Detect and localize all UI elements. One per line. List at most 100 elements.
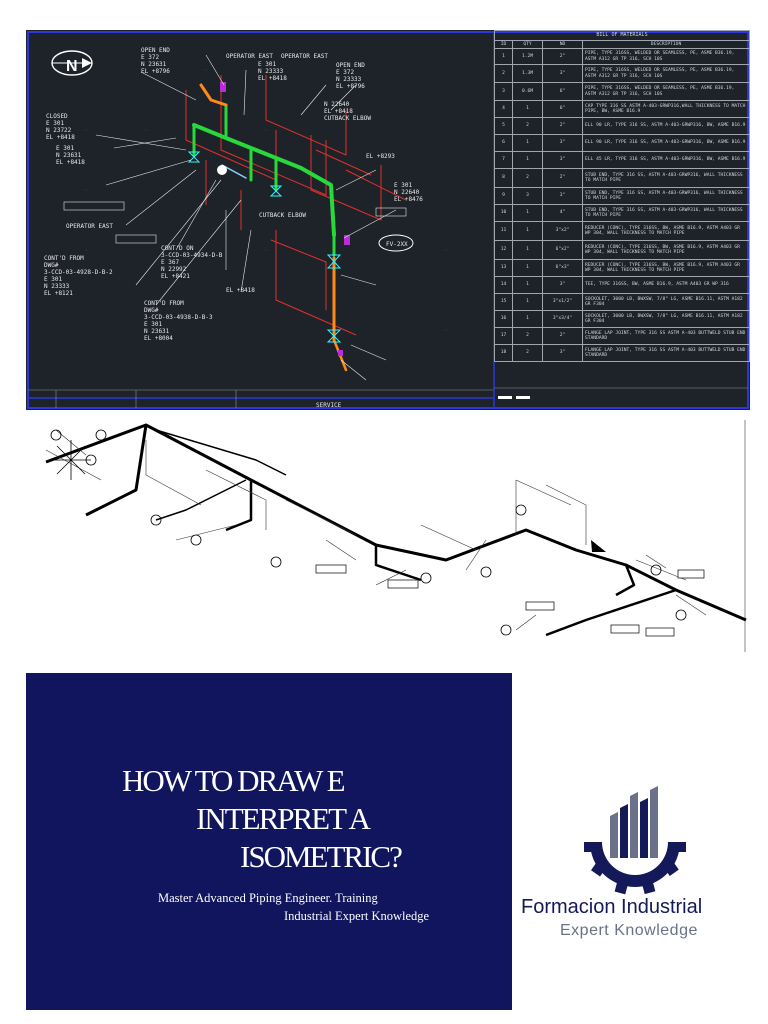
bom-cell-desc: ELL 45 LR, TYPE 316 SS, ASTM A-403-GRWP3…	[582, 151, 750, 169]
bom-cell-nd: 2"	[542, 48, 583, 65]
cad-label: E 301	[258, 61, 276, 68]
bom-cell-desc: ELL 90 LR, TYPE 316 SS, ASTM A-403-GRWP3…	[582, 117, 750, 135]
bom-cell-qty: 1	[512, 204, 543, 222]
bom-cell-qty: 2	[512, 344, 543, 362]
bom-cell-nd: 3"x2"	[542, 221, 583, 241]
cad-label: EL +8418	[258, 75, 287, 82]
cad-label: 3-CCD-03-4938-D-B-3	[144, 314, 213, 321]
bom-header-row: ID QTY ND DESCRIPTION	[494, 40, 750, 49]
brand-tagline: Expert Knowledge	[560, 922, 698, 939]
cad-label: OPEN END	[141, 47, 170, 54]
cad-label: N 23333	[336, 76, 362, 83]
bom-cell-id: 6	[494, 134, 513, 152]
cad-label: N 23333	[258, 68, 284, 75]
cad-label: FV-2XX	[386, 241, 408, 248]
bom-cell-desc: STUB END, TYPE 316 SS, ASTM A-403-GRWP31…	[582, 168, 750, 188]
bom-cell-qty: 1	[512, 221, 543, 241]
bom-cell-qty: 1.3M	[512, 64, 543, 83]
cad-label: N 23333	[44, 283, 70, 290]
cad-drawing-panel: N	[26, 30, 750, 410]
bom-cell-desc: STUB END, TYPE 316 SS, ASTM A-403-GRWP31…	[582, 187, 750, 205]
bom-cell-nd: 2"	[542, 327, 583, 345]
bom-cell-qty: 1	[512, 276, 543, 294]
bom-cell-desc: STUB END, TYPE 316 SS, ASTM A-403-GRWP31…	[582, 204, 750, 222]
isometric-drawing-panel	[26, 420, 750, 652]
bom-cell-qty: 1	[512, 100, 543, 118]
bom-cell-qty: 1	[512, 310, 543, 328]
cad-label: DWG#	[144, 307, 159, 314]
bom-cell-desc: PIPE, TYPE 316SS, WELDED OR SEAMLESS, PE…	[582, 82, 750, 101]
cad-label: N 23631	[144, 328, 170, 335]
bom-cell-desc: FLANGE LAP JOINT, TYPE 316 SS ASTM A-403…	[582, 344, 750, 362]
cad-label: E 301	[46, 120, 64, 127]
bom-header-description: DESCRIPTION	[582, 40, 750, 49]
bom-cell-id: 18	[494, 344, 513, 362]
bom-cell-qty: 2	[512, 117, 543, 135]
bom-cell-id: 11	[494, 221, 513, 241]
bom-cell-qty: 1	[512, 151, 543, 169]
leader-lines	[95, 54, 397, 381]
bom-cell-nd: 6"	[542, 100, 583, 118]
bom-cell-desc: FLANGE LAP JOINT, TYPE 316 SS ASTM A-403…	[582, 327, 750, 345]
cad-label: EL +8004	[144, 335, 173, 342]
bom-cell-nd: 4"	[542, 204, 583, 222]
cad-label: E 372	[141, 54, 159, 61]
bom-cell-id: 16	[494, 310, 513, 328]
cad-label: 3-CCD-03-4934-D-B	[161, 252, 223, 259]
cad-label: OPERATOR EAST	[226, 53, 273, 60]
cad-label: CONT'D FROM	[144, 300, 184, 307]
cad-label: CUTBACK ELBOW	[259, 212, 306, 219]
cad-label: EL +8418	[226, 287, 255, 294]
cad-label: OPERATOR EAST	[281, 53, 328, 60]
cad-label: EL +8796	[336, 83, 365, 90]
cad-label: EL +8121	[44, 290, 73, 297]
bom-cell-desc: SOCKOLET, 3000 LB, BWXSW, 7/8" LG, ASME …	[582, 293, 750, 311]
cad-label: E 301	[56, 145, 74, 152]
cad-label: N 23722	[46, 127, 72, 134]
bom-cell-qty: 1	[512, 240, 543, 260]
cad-label: EL +8418	[46, 134, 75, 141]
cad-label: DWG#	[44, 262, 59, 269]
cad-label: EL +8796	[141, 68, 170, 75]
bom-cell-qty: 1	[512, 293, 543, 311]
bom-cell-desc: TEE, TYPE 316SS, BW, ASME B16.9, ASTM A4…	[582, 276, 750, 294]
isometric-drawing	[45, 420, 747, 652]
bom-cell-qty: 1.2M	[512, 48, 543, 65]
cad-label: E 372	[336, 69, 354, 76]
cad-labels: OPEN END E 372 N 23631 EL +8796 OPERATOR…	[44, 47, 423, 342]
bom-cell-id: 2	[494, 64, 513, 83]
bom-cell-desc: CAP TYPE 316 SS ASTM A-403-GRWP316,WALL …	[582, 100, 750, 118]
cad-label: EL +8421	[161, 273, 190, 280]
bom-cell-nd: 3"	[542, 344, 583, 362]
cover-panel: HOW TO DRAW E INTERPRET A ISOMETRIC? Mas…	[26, 673, 512, 1010]
cad-label: N 23631	[56, 152, 82, 159]
bom-cell-nd: 6"	[542, 82, 583, 101]
bom-cell-id: 3	[494, 82, 513, 101]
cad-label: N 23631	[141, 61, 167, 68]
cad-label: CONT'D ON	[161, 245, 194, 252]
bom-header-id: ID	[494, 40, 513, 49]
cover-title-line-3: ISOMETRIC?	[240, 839, 403, 874]
north-arrow-icon	[51, 50, 93, 76]
cad-label: OPERATOR EAST	[66, 223, 113, 230]
cad-label: EL +8418	[56, 159, 85, 166]
cover-subtitle-line-1: Master Advanced Piping Engineer. Trainin…	[158, 891, 378, 905]
bom-cell-id: 1	[494, 48, 513, 65]
cover-title-line-2: INTERPRET A	[196, 801, 371, 836]
brand-logo	[580, 786, 690, 896]
